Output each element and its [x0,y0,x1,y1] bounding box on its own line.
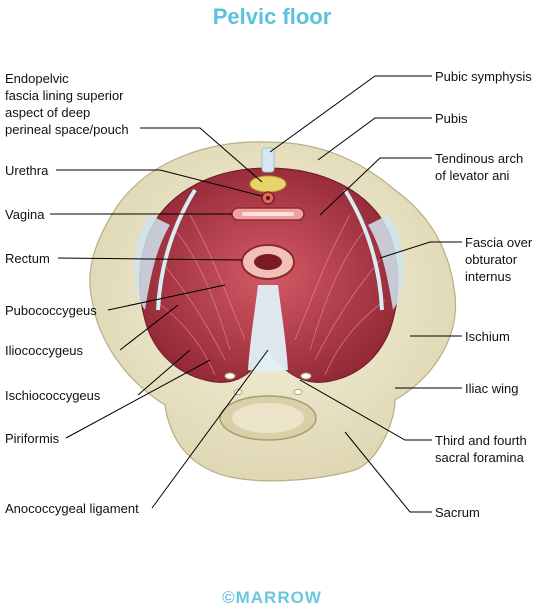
label-rectum: Rectum [5,251,50,266]
label-piriformis: Piriformis [5,431,60,446]
label-endopelvic-fascia: Endopelvic fascia lining superior aspect… [5,71,129,137]
label-tendinous-arch: Tendinous arch of levator ani [435,151,524,183]
diagram-title: Pelvic floor [212,4,332,29]
label-iliac-wing: Iliac wing [465,381,519,396]
pubic-symphysis [261,147,275,173]
label-pubis: Pubis [435,111,468,126]
tendinous-arch [156,188,197,311]
label-ischium: Ischium [465,329,510,344]
leader-lines [50,75,462,513]
label-sacral-foramina: Third and fourth sacral foramina [435,433,527,465]
label-sacrum: Sacrum [435,505,480,520]
obturator-fascia-right [368,215,404,310]
label-anococcygeal-ligament: Anococcygeal ligament [5,501,139,516]
endopelvic-fascia [249,175,287,193]
sacral-foramina [224,372,312,395]
label-urethra: Urethra [5,163,49,178]
label-vagina: Vagina [5,207,45,222]
label-pubic-symphysis: Pubic symphysis [435,69,532,84]
obturator-fascia-left [134,215,170,310]
muscle-fibers [154,214,386,376]
label-pubococcygeus: Pubococcygeus [5,303,97,318]
label-fascia-obturator: Fascia over obturator internus [465,235,533,284]
label-iliococcygeus: Iliococcygeus [5,343,84,358]
label-ischiococcygeus: Ischiococcygeus [5,388,101,403]
marrow-logo: ©MARROW [222,588,322,607]
anococcygeal-ligament [248,285,288,372]
